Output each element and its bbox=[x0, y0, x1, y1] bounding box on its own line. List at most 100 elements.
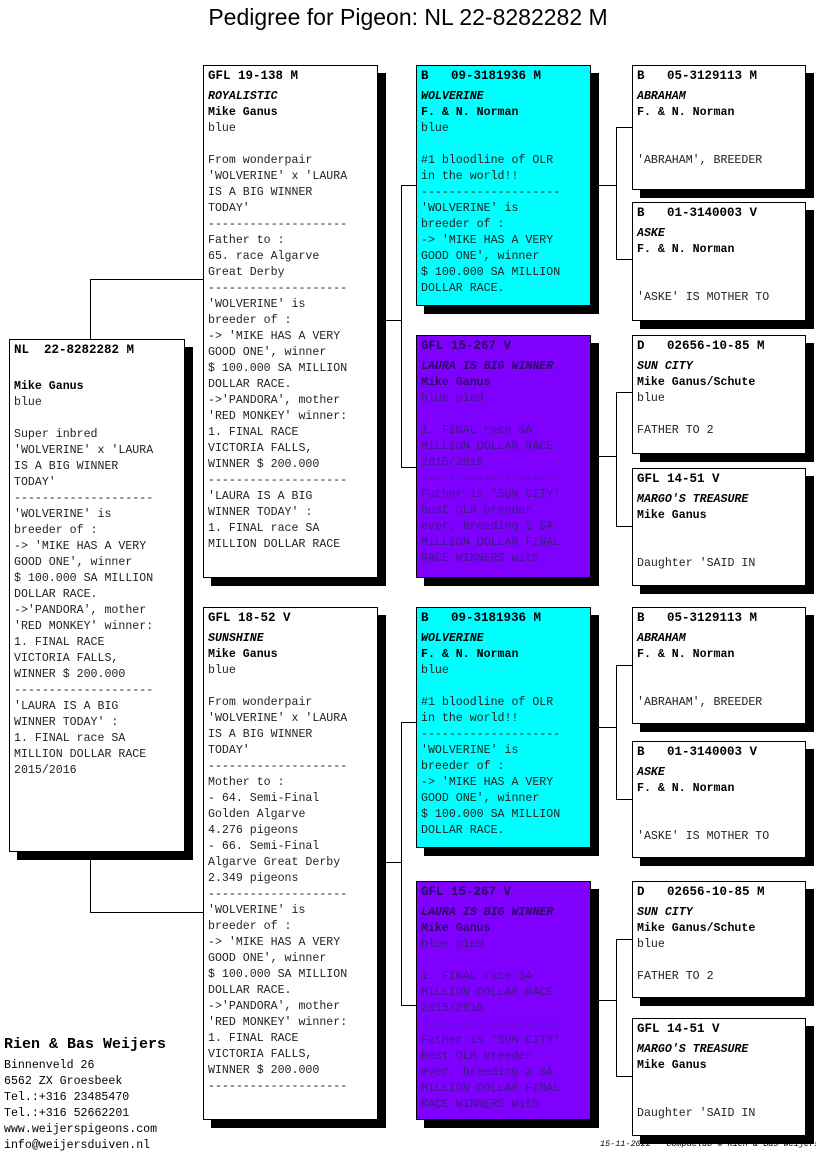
connector bbox=[616, 526, 632, 527]
connector bbox=[90, 912, 203, 913]
connector bbox=[616, 127, 632, 128]
ring-number: B 05-3129113 M bbox=[637, 611, 758, 625]
connector bbox=[401, 467, 416, 468]
note-line: 'WOLVERINE' is bbox=[208, 298, 306, 311]
note-line bbox=[208, 137, 373, 153]
pigeon-name: ASKE bbox=[637, 766, 665, 779]
note-line: Daughter 'SAID IN bbox=[637, 557, 756, 570]
note-line: GOOD ONE', winner bbox=[208, 346, 327, 359]
note-line: 'WOLVERINE' is bbox=[208, 904, 306, 917]
footer: 15-11-2022 Compuclub © Rien & Bas Weijer… bbox=[600, 1139, 816, 1149]
connector bbox=[616, 259, 632, 260]
pigeon-color bbox=[637, 258, 801, 274]
ring-number: B 01-3140003 V bbox=[637, 206, 758, 220]
note-line: -> 'MIKE HAS A VERY bbox=[208, 936, 341, 949]
ring-number: D 02656-10-85 M bbox=[637, 339, 765, 353]
pigeon-color: blue pied bbox=[421, 392, 484, 405]
note-line: DOLLAR RACE. bbox=[208, 378, 292, 391]
note-line: $ 100.000 SA MILLION bbox=[421, 266, 561, 279]
note-line: DOLLAR RACE. bbox=[208, 984, 292, 997]
note-line: breeder of : bbox=[208, 314, 292, 327]
note-line: FATHER TO 2 bbox=[637, 970, 714, 983]
note-line: 'RED MONKEY' winner: bbox=[208, 1016, 348, 1029]
note-line: Father is 'SUN CITY' bbox=[421, 1034, 561, 1047]
owner-name: Mike Ganus bbox=[421, 922, 491, 935]
note-line: breeder of : bbox=[421, 218, 505, 231]
note-line: GOOD ONE', winner bbox=[14, 556, 133, 569]
note-line: -------------------- bbox=[208, 218, 348, 231]
connector bbox=[616, 665, 632, 666]
note-line: -------------------- bbox=[208, 760, 348, 773]
note-line: 'ABRAHAM', BREEDER bbox=[637, 696, 763, 709]
note-line: Great Derby bbox=[208, 266, 285, 279]
connector bbox=[616, 392, 632, 393]
note-line: in the world!! bbox=[421, 712, 519, 725]
note-line: DOLLAR RACE. bbox=[421, 282, 505, 295]
connector bbox=[401, 1005, 416, 1006]
note-line: Father is 'SUN CITY' bbox=[421, 488, 561, 501]
connector bbox=[616, 939, 632, 940]
note-line: 1. FINAL race SA bbox=[208, 522, 320, 535]
pigeon-color: blue bbox=[421, 664, 449, 677]
pigeon-color: blue bbox=[637, 938, 665, 951]
note-line: IS A BIG WINNER bbox=[14, 460, 119, 473]
note-line: 'RED MONKEY' winner: bbox=[14, 620, 154, 633]
note-line bbox=[637, 813, 801, 829]
connector bbox=[616, 939, 617, 1076]
note-line: -------------------- bbox=[421, 472, 561, 485]
note-line: breeder of : bbox=[208, 920, 292, 933]
note-line: 'WOLVERINE' x 'LAURA bbox=[14, 444, 154, 457]
note-line: Daughter 'SAID IN bbox=[637, 1107, 756, 1120]
page-title: Pedigree for Pigeon: NL 22-8282282 M bbox=[208, 4, 608, 30]
print-date: 15-11-2022 bbox=[600, 1139, 652, 1149]
breeder-email[interactable]: info@weijersduiven.nl bbox=[4, 1139, 151, 1152]
owner-name: F. & N. Norman bbox=[421, 648, 519, 661]
connector bbox=[401, 722, 402, 1005]
owner-name: Mike Ganus bbox=[14, 380, 84, 393]
pigeon-color bbox=[637, 524, 801, 540]
note-line: MILLION DOLLAR RACE bbox=[421, 440, 554, 453]
note-line: WINNER $ 200.000 bbox=[14, 668, 126, 681]
pigeon-name: ASKE bbox=[637, 227, 665, 240]
note-line: #1 bloodline of OLR bbox=[421, 154, 554, 167]
connector bbox=[616, 1076, 632, 1077]
note-line: Super inbred bbox=[14, 428, 98, 441]
pigeon-name: WOLVERINE bbox=[421, 632, 484, 645]
note-line: Father to : bbox=[208, 234, 285, 247]
note-line: TODAY' bbox=[208, 202, 250, 215]
note-line: RACE WINNERS with bbox=[421, 552, 540, 565]
note-line: GOOD ONE', winner bbox=[208, 952, 327, 965]
note-line: ->'PANDORA', mother bbox=[208, 394, 341, 407]
breeder-website[interactable]: www.weijerspigeons.com bbox=[4, 1123, 158, 1136]
note-line: $ 100.000 SA MILLION bbox=[14, 572, 154, 585]
note-line: Mother to : bbox=[208, 776, 285, 789]
connector bbox=[598, 185, 616, 186]
note-line: breeder of : bbox=[14, 524, 98, 537]
note-line: 'RED MONKEY' winner: bbox=[208, 410, 348, 423]
breeder-name: Rien & Bas Weijers bbox=[4, 1036, 167, 1053]
owner-name: Mike Ganus bbox=[421, 376, 491, 389]
note-line: -> 'MIKE HAS A VERY bbox=[208, 330, 341, 343]
pigeon-color: blue pied bbox=[421, 938, 484, 951]
pigeon-name: LAURA IS BIG WINNER bbox=[421, 360, 554, 373]
note-line: 1. FINAL race SA bbox=[421, 424, 533, 437]
note-line: best OLR breeder bbox=[421, 504, 533, 517]
pigeon-name: SUN CITY bbox=[637, 906, 693, 919]
note-line: $ 100.000 SA MILLION bbox=[421, 808, 561, 821]
note-line: TODAY' bbox=[208, 744, 250, 757]
